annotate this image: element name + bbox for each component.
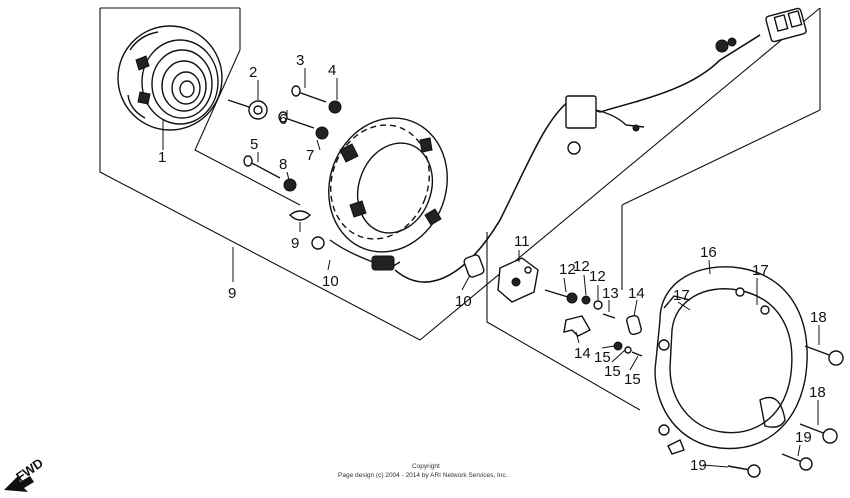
- wire-harness: [394, 7, 807, 283]
- part-number-labels: 1 2 3 4 5 6 7 8 9 9 10 10 11 12 12 12 13…: [158, 52, 827, 474]
- part-label-11: 2: [249, 64, 257, 81]
- part-label-3: 9: [228, 285, 236, 302]
- part-label-12: 7: [306, 147, 314, 164]
- part-label-18: 12: [589, 268, 606, 285]
- part-label-6: 12: [559, 261, 576, 278]
- part-label-15: 3: [296, 52, 304, 69]
- part-label-7: 14: [574, 345, 591, 362]
- copyright-line-2: Page design (c) 2004 - 2014 by ARI Netwo…: [338, 472, 508, 479]
- forward-direction-indicator: FWD: [4, 455, 46, 492]
- part-label-17: 15: [594, 349, 611, 366]
- part-label-12: 8: [279, 156, 287, 173]
- part-label-8: 11: [514, 233, 530, 250]
- part-label-9: 19: [690, 457, 707, 474]
- part-label-4: 1: [158, 149, 166, 166]
- cover-bolts: [727, 345, 844, 478]
- part-label-14: 13: [602, 285, 619, 302]
- bolts-and-washers: [227, 85, 342, 192]
- copyright-notice: Copyright Page design (c) 2004 - 2014 by…: [338, 463, 508, 479]
- part-label-19: 14: [628, 285, 645, 302]
- copyright-line-1: Copyright: [412, 463, 440, 470]
- part-label-15: 6: [279, 111, 287, 128]
- part-label-12: 4: [328, 62, 336, 79]
- part-label-10: 18: [809, 384, 826, 401]
- leader-lines: [162, 68, 820, 468]
- part-label-19: 16: [700, 244, 717, 261]
- forward-arrow-icon: [4, 476, 34, 492]
- part-label-9: 19: [795, 429, 812, 446]
- part-label-10: 18: [810, 309, 827, 326]
- part-label-1: 17: [752, 262, 769, 279]
- part-label-18: 15: [604, 363, 621, 380]
- part-label-16: 10: [455, 293, 472, 310]
- part-label-5: 10: [322, 273, 339, 290]
- stator-coil: [288, 117, 448, 271]
- part-label-14: 15: [624, 371, 641, 388]
- rotor-flywheel: [117, 25, 223, 131]
- part-label-2: 17: [673, 287, 690, 304]
- part-label-15: 5: [250, 136, 258, 153]
- alternator-cover: [654, 266, 808, 455]
- assembly-frames: [99, 7, 821, 411]
- part-label-13: 9: [291, 235, 299, 252]
- part-label-17: 12: [573, 258, 590, 275]
